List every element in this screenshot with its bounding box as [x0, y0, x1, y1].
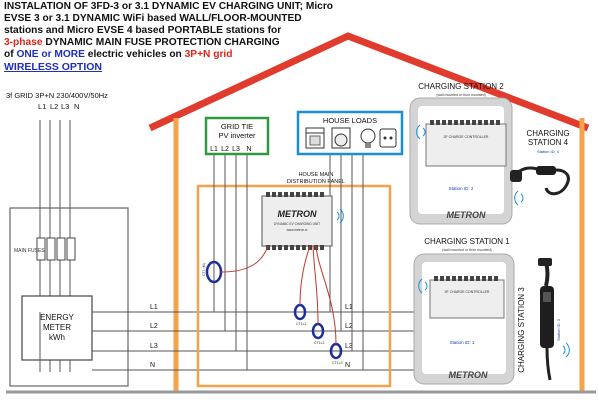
title-line-5: of ONE or MORE electric vehicles on 3P+N… — [4, 49, 374, 61]
station1-subtitle: (wall mounted or floor mounted) — [442, 248, 491, 252]
energy-meter-line2: METER — [43, 323, 71, 332]
energy-meter-line3: kWh — [49, 333, 65, 342]
station4-title1: CHARGING — [526, 129, 569, 138]
station1-title: CHARGING STATION 1 — [424, 237, 510, 246]
station3-title: CHARGING STATION 3 — [517, 287, 526, 373]
ct-label-l1: CT1L1 — [296, 322, 307, 326]
station1-panel-text: 3F CHARGE CONTROLLER — [445, 290, 490, 294]
charging-station-2 — [409, 97, 513, 225]
station2-id: Station ID: 2 — [449, 186, 474, 191]
lightbulb-icon — [360, 128, 376, 148]
panel-vertical-wires — [213, 150, 364, 370]
house-loads-title: HOUSE LOADS — [323, 116, 377, 125]
ct-label-l3: CT1L3 — [332, 361, 343, 365]
distribution-panel-label1: HOUSE MAIN — [299, 172, 334, 178]
station2-brand: METRON — [447, 210, 486, 220]
title-line-5-mid: electric vehicles on — [84, 49, 185, 60]
charging-station-4 — [510, 166, 570, 196]
grid-tie-terminal-l2: L2 — [221, 146, 229, 153]
grid-tie-title1: GRID TIE — [221, 122, 253, 131]
main-fuses — [36, 237, 76, 261]
cabinet-internal-lines — [39, 208, 71, 372]
line-label-l3-right: L3 — [345, 343, 353, 350]
grid-phase-l3: L3 — [61, 102, 69, 111]
station2-panel-text: 3F CHARGE CONTROLLER — [444, 135, 489, 139]
line-label-l3: L3 — [150, 343, 158, 350]
wifi-icon-station3 — [562, 342, 570, 358]
energy-meter — [21, 295, 93, 361]
grid-tie-title2: PV inverter — [218, 131, 256, 140]
grid-tie-terminal-n: N — [246, 146, 251, 153]
energy-meter-line1: ENERGY — [40, 313, 74, 322]
grid-tie-terminal-l3: L3 — [232, 146, 240, 153]
diagram-title: INSTALATION OF 3FD-3 or 3.1 DYNAMIC EV C… — [4, 1, 374, 73]
charging-station-3 — [538, 258, 554, 381]
metron-unit-text2: www.metron.si — [287, 228, 308, 232]
house-roof — [148, 32, 590, 132]
charging-station-1 — [413, 253, 515, 385]
title-3pn-grid: 3P+N grid — [184, 49, 233, 60]
main-fuses-label: MAIN FUSES — [14, 248, 45, 254]
station1-brand: METRON — [449, 370, 488, 380]
title-3phase: 3-phase — [4, 37, 43, 48]
ct-main-wire — [220, 245, 269, 273]
ct-label-l2: CT1L2 — [314, 341, 325, 345]
title-one-or-more: ONE or MORE — [16, 49, 85, 60]
grid-phase-n: N — [74, 102, 79, 111]
grid-phase-l2: L2 — [50, 102, 58, 111]
wifi-icon-unit — [336, 208, 344, 224]
wifi-icon-station4 — [514, 190, 524, 206]
station4-title2: STATION 4 — [528, 138, 569, 147]
station2-subtitle: (wall mounted or floor mounted) — [436, 93, 485, 97]
metron-unit-brand: METRON — [278, 209, 317, 219]
dishwasher-icon — [305, 127, 325, 149]
title-line-3: stations and Micro EVSE 4 based PORTABLE… — [4, 25, 282, 36]
line-label-n: N — [150, 362, 155, 369]
washing-machine-icon — [331, 127, 351, 149]
power-outlet-icon — [379, 128, 397, 148]
grid-phase-l1: L1 — [38, 102, 46, 111]
line-label-l2: L2 — [150, 323, 158, 330]
ct-phase-wires — [299, 245, 337, 345]
title-line-5-pre: of — [4, 49, 17, 60]
title-line-4-rest: DYNAMIC MAIN FUSE PROTECTION CHARGING — [42, 37, 280, 48]
metron-dynamic-unit: METRON DYNAMIC EV CHARGING UNIT www.metr… — [261, 192, 333, 250]
title-line-4: 3-phase DYNAMIC MAIN FUSE PROTECTION CHA… — [4, 37, 374, 49]
station4-id: Station ID: 4 — [537, 149, 560, 154]
metron-unit-text1: DYNAMIC EV CHARGING UNIT — [274, 222, 320, 226]
wifi-icon-station2 — [416, 124, 426, 140]
station3-id: Station ID: 3 — [556, 318, 561, 341]
station1-id: Station ID: 1 — [450, 340, 475, 345]
wireless-option-link[interactable]: WIRELESS OPTION — [4, 61, 103, 73]
grid-label: 3f GRID 3P+N 230/400V/50Hz — [6, 91, 108, 100]
grid-feed-lines — [39, 120, 71, 208]
line-label-n-right: N — [345, 362, 350, 369]
station2-title: CHARGING STATION 2 — [418, 82, 504, 91]
line-label-l2-right: L2 — [345, 323, 353, 330]
title-line-2: EVSE 3 or 3.1 DYNAMIC WiFi based WALL/FL… — [4, 13, 302, 24]
distribution-panel-label2: DISTRIBUTION PANEL — [287, 179, 345, 185]
distribution-panel-box — [196, 184, 392, 388]
grid-tie-inverter-box — [204, 116, 270, 156]
title-line-1: INSTALATION OF 3FD-3 or 3.1 DYNAMIC EV C… — [4, 1, 334, 12]
line-label-l1: L1 — [150, 304, 158, 311]
ct-label-main: CT1 (M) — [202, 263, 206, 276]
grid-tie-terminal-l1: L1 — [210, 146, 218, 153]
wifi-icon-station1 — [418, 278, 428, 294]
line-label-l1-right: L1 — [345, 304, 353, 311]
